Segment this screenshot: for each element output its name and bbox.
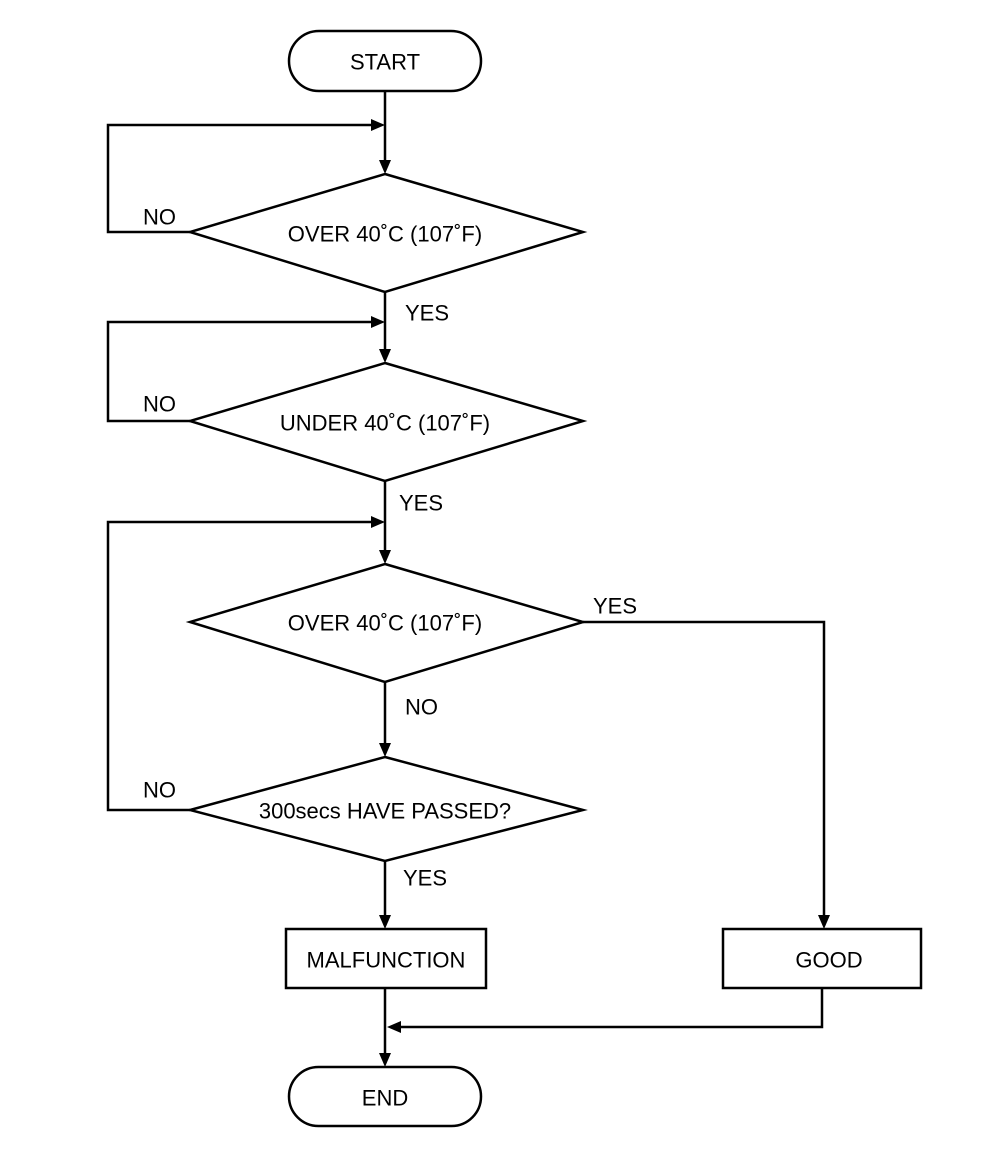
edge-label-yes: YES	[403, 866, 447, 891]
decision-over-40c-second-label: OVER 40˚C (107˚F)	[288, 611, 482, 636]
decision-under-40c: UNDER 40˚C (107˚F)	[185, 361, 588, 483]
arrow-head-down	[818, 915, 830, 929]
arrow-head-right	[371, 316, 385, 328]
arrow-head-down	[379, 349, 391, 363]
arrow-head-down	[379, 160, 391, 174]
good-label: GOOD	[795, 948, 862, 973]
malfunction-box: MALFUNCTION	[284, 927, 488, 990]
edge-label-yes: YES	[593, 594, 637, 619]
decision-300secs: 300secs HAVE PASSED?	[185, 755, 588, 863]
edge-label-yes: YES	[405, 301, 449, 326]
arrow-head-right	[371, 516, 385, 528]
arrow-head-down	[379, 1053, 391, 1067]
edge-over-2-yes	[583, 620, 826, 920]
edge-labels: NO YES NO YES YES NO NO YES	[143, 205, 637, 891]
end-label: END	[362, 1086, 408, 1111]
decision-over-40c-first: OVER 40˚C (107˚F)	[185, 172, 588, 294]
edge-label-no: NO	[143, 392, 176, 417]
arrow-head-down	[379, 550, 391, 564]
edge-secs-no-loop	[106, 520, 377, 812]
start-terminal: START	[287, 29, 483, 93]
start-label: START	[350, 50, 420, 75]
arrow-head-right	[371, 119, 385, 131]
edge-over-1-no-loop	[106, 123, 377, 234]
good-box: GOOD	[721, 927, 923, 990]
arrow-head-down	[379, 915, 391, 929]
arrow-head-left	[387, 1021, 401, 1033]
edge-under-no-loop	[106, 320, 377, 423]
edge-good-to-join	[395, 988, 824, 1029]
edge-label-no: NO	[405, 695, 438, 720]
decision-under-40c-label: UNDER 40˚C (107˚F)	[280, 411, 490, 436]
edge-label-yes: YES	[399, 491, 443, 516]
arrow-head-down	[379, 743, 391, 757]
arrow-heads	[371, 119, 830, 1067]
connector-lines	[106, 92, 826, 1058]
edge-label-no: NO	[143, 205, 176, 230]
edge-label-no: NO	[143, 778, 176, 803]
decision-over-40c-second: OVER 40˚C (107˚F)	[185, 562, 588, 684]
decision-300secs-label: 300secs HAVE PASSED?	[259, 799, 511, 824]
malfunction-label: MALFUNCTION	[307, 948, 466, 973]
decision-over-40c-first-label: OVER 40˚C (107˚F)	[288, 222, 482, 247]
end-terminal: END	[287, 1065, 483, 1128]
